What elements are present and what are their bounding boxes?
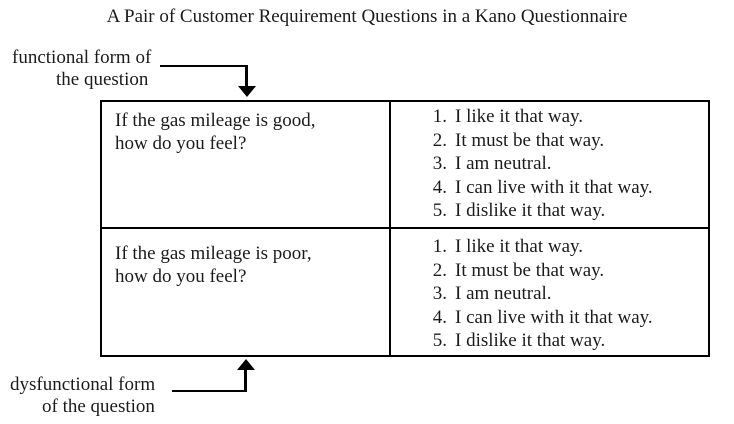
option-text: I like it that way.	[455, 236, 584, 257]
answer-option: 4. I can live with it that way.	[391, 306, 704, 330]
answer-option: 2. It must be that way.	[391, 129, 704, 153]
option-number: 1.	[432, 106, 447, 127]
option-number: 3.	[432, 153, 447, 174]
answer-option: 5. I dislike it that way.	[391, 199, 704, 223]
answer-option: 2. It must be that way.	[391, 259, 704, 283]
kano-question-table: If the gas mileage is good, how do you f…	[100, 100, 710, 357]
option-number: 4.	[432, 306, 447, 328]
option-text: It must be that way.	[455, 129, 605, 151]
option-number: 4.	[432, 176, 447, 198]
functional-connector-vertical-line	[245, 65, 248, 87]
answer-option: 1. I like it that way.	[391, 235, 704, 259]
dysfunctional-connector-horizontal-line	[172, 390, 247, 392]
functional-connector-horizontal-line	[160, 65, 248, 67]
option-text: I can live with it that way.	[455, 306, 653, 328]
option-text: I am neutral.	[455, 153, 552, 174]
option-number: 2.	[432, 259, 447, 281]
dysfunctional-answer-options-cell: 1. I like it that way. 2. It must be tha…	[391, 229, 708, 355]
question-text-line2: how do you feel?	[115, 266, 247, 287]
answer-option: 5. I dislike it that way.	[391, 329, 704, 353]
option-number: 5.	[432, 330, 447, 351]
question-text-line1: If the gas mileage is poor,	[115, 243, 312, 264]
functional-form-label-line2: the question	[56, 69, 149, 90]
question-text-line2: how do you feel?	[115, 133, 247, 154]
dysfunctional-form-label-line2: of the question	[42, 396, 155, 417]
dysfunctional-question-cell: If the gas mileage is poor, how do you f…	[102, 229, 391, 355]
option-text: I like it that way.	[455, 106, 584, 127]
answer-option: 4. I can live with it that way.	[391, 176, 704, 200]
option-text: I dislike it that way.	[455, 200, 606, 221]
option-text: I can live with it that way.	[455, 176, 653, 198]
option-number: 5.	[432, 200, 447, 221]
answer-option: 3. I am neutral.	[391, 152, 704, 176]
dysfunctional-connector-vertical-line	[244, 369, 247, 392]
functional-answer-options-cell: 1. I like it that way. 2. It must be tha…	[391, 102, 708, 229]
functional-form-label-line1: functional form of	[12, 47, 152, 68]
functional-question-cell: If the gas mileage is good, how do you f…	[102, 102, 391, 229]
option-number: 1.	[432, 236, 447, 257]
option-number: 2.	[432, 129, 447, 151]
question-text-line1: If the gas mileage is good,	[115, 110, 316, 131]
option-text: I dislike it that way.	[455, 330, 606, 351]
arrow-up-icon	[237, 359, 255, 370]
figure-title: A Pair of Customer Requirement Questions…	[106, 6, 628, 27]
answer-option: 1. I like it that way.	[391, 105, 704, 129]
dysfunctional-form-label-line1: dysfunctional form	[10, 374, 156, 395]
answer-option: 3. I am neutral.	[391, 282, 704, 306]
arrow-down-icon	[238, 86, 256, 97]
option-text: It must be that way.	[455, 259, 605, 281]
option-number: 3.	[432, 283, 447, 304]
option-text: I am neutral.	[455, 283, 552, 304]
